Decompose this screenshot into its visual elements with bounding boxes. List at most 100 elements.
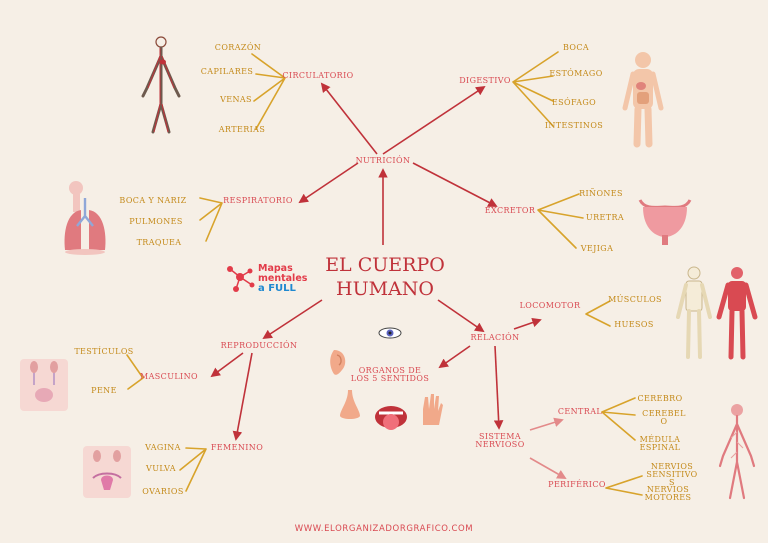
leaf-uretra: URETRA	[585, 213, 625, 222]
node-digestivo: DIGESTIVO	[459, 76, 511, 85]
sensitivos-line-1: NERVIOS	[650, 462, 694, 471]
arrow-relacion-organos	[438, 345, 471, 369]
leaf-arterias: ARTERIAS	[218, 125, 266, 134]
node-central: CENTRAL	[557, 407, 603, 416]
ear-icon	[330, 350, 346, 375]
connector-femenino	[179, 447, 207, 492]
leaf-huesos: HUESOS	[614, 320, 654, 329]
node-organos-sentidos: ORGANOS DE LOS 5 SENTIDOS	[351, 367, 429, 383]
node-circulatorio: CIRCULATORIO	[282, 71, 354, 80]
arrow-sistema-central	[529, 417, 564, 431]
arrow-sistema-periferico	[529, 457, 567, 479]
leaf-testiculos: TESTÍCULOS	[74, 347, 134, 356]
diagram-title: EL CUERPO HUMANO	[325, 253, 445, 301]
sistema-line-2: NERVIOSO	[475, 440, 525, 449]
node-masculino: MASCULINO	[140, 372, 198, 381]
arrow-nutricion-circulatorio	[320, 82, 378, 155]
male-reproductive-illustration	[20, 359, 68, 411]
logo-text: Mapas mentales a FULL	[258, 264, 307, 294]
leaf-vagina: VAGINA	[145, 443, 181, 452]
cerebelo-line-1: CEREBEL	[642, 409, 686, 418]
leaf-musculos: MÚSCULOS	[608, 295, 662, 304]
leaf-medula: MÉDULA ESPINAL	[640, 436, 681, 452]
nervous-system-illustration	[718, 404, 756, 500]
leaf-intestinos: INTESTINOS	[544, 121, 604, 130]
node-excretor: EXCRETOR	[484, 206, 536, 215]
arrow-nutricion-excretor	[412, 162, 498, 207]
logo-line-3: a FULL	[258, 283, 296, 294]
main-arrows	[210, 82, 542, 441]
eye-icon	[378, 327, 402, 339]
node-sistema-nervioso: SISTEMA NERVIOSO	[475, 433, 524, 449]
leaf-traquea: TRAQUEA	[136, 238, 182, 247]
motores-line-2: MOTORES	[644, 493, 692, 502]
connector-circulatorio	[251, 53, 286, 130]
leaf-rinones: RIÑONES	[579, 189, 623, 198]
leaf-vejiga: VEJIGA	[580, 244, 614, 253]
bladder-illustration	[638, 199, 692, 245]
leaf-pulmones: PULMONES	[129, 217, 183, 226]
node-respiratorio: RESPIRATORIO	[223, 196, 293, 205]
connector-respiratorio	[199, 197, 223, 242]
arrow-title-relacion	[437, 299, 485, 333]
lungs-illustration	[64, 181, 106, 255]
leaf-estomago: ESTÓMAGO	[549, 69, 603, 78]
footer-url: WWW.ELORGANIZADORGRAFICO.COM	[294, 524, 474, 534]
organos-line-1: ORGANOS DE	[358, 366, 422, 375]
connector-periferico	[605, 475, 643, 496]
sensitivos-line-2: SENSITIVO	[646, 470, 698, 479]
logo-line-1: Mapas	[258, 263, 293, 274]
hand-icon	[423, 394, 443, 425]
organos-line-2: LOS 5 SENTIDOS	[350, 374, 430, 383]
secondary-arrows	[529, 417, 567, 479]
connector-excretor	[537, 193, 584, 249]
connector-central	[601, 397, 636, 441]
leaf-venas: VENAS	[220, 95, 252, 104]
title-line-1: EL CUERPO	[325, 254, 445, 276]
leaf-ovarios: OVARIOS	[142, 487, 184, 496]
connector-digestivo	[512, 51, 559, 127]
arrow-relacion-locomotor	[513, 317, 542, 330]
arrow-nutricion-digestivo	[382, 85, 486, 155]
leaf-nervios-motores: NERVIOS MOTORES	[645, 486, 692, 502]
connector-masculino	[126, 354, 144, 390]
title-line-2: HUMANO	[336, 278, 434, 300]
leaf-connectors	[126, 51, 643, 496]
arrow-title-reproduccion	[262, 299, 323, 340]
node-femenino: FEMENINO	[210, 443, 264, 452]
circulatory-body-illustration	[141, 36, 181, 134]
leaf-pene: PENE	[91, 386, 117, 395]
leaf-cerebelo: CEREBEL O	[642, 410, 686, 426]
logo-mark	[227, 266, 255, 292]
leaf-boca-nariz: BOCA Y NARIZ	[119, 196, 187, 205]
leaf-corazon: CORAZÓN	[214, 43, 262, 52]
leaf-boca: BOCA	[562, 43, 590, 52]
sistema-line-1: SISTEMA	[478, 432, 522, 441]
female-reproductive-illustration	[83, 446, 131, 498]
sensitivos-line-3: S	[669, 478, 675, 487]
muscles-illustration	[716, 267, 758, 360]
leaf-nervios-sensitivos: NERVIOS SENSITIVO S	[646, 463, 697, 487]
medula-line-2: ESPINAL	[639, 443, 681, 452]
node-locomotor: LOCOMOTOR	[519, 301, 581, 310]
skeleton-illustration	[676, 266, 712, 359]
leaf-capilares: CAPILARES	[200, 67, 254, 76]
connector-locomotor	[585, 300, 611, 327]
leaf-cerebro: CEREBRO	[637, 394, 683, 403]
leaf-esofago: ESÓFAGO	[551, 98, 597, 107]
cerebelo-line-2: O	[660, 417, 668, 426]
node-periferico: PERIFÉRICO	[548, 480, 606, 489]
arrow-reproduccion-masculino	[210, 352, 244, 378]
nose-icon	[340, 390, 360, 419]
node-nutricion: NUTRICIÓN	[355, 156, 411, 165]
arrow-nutricion-respiratorio	[298, 162, 359, 204]
medula-line-1: MÉDULA	[639, 435, 681, 444]
arrow-relacion-sistema	[493, 345, 504, 430]
mouth-tongue-icon	[375, 406, 407, 430]
motores-line-1: NERVIOS	[646, 485, 690, 494]
node-relacion: RELACIÓN	[470, 333, 520, 342]
digestive-body-illustration	[622, 52, 664, 148]
node-reproduccion: REPRODUCCIÓN	[220, 341, 298, 350]
arrow-reproduccion-femenino	[232, 352, 253, 441]
